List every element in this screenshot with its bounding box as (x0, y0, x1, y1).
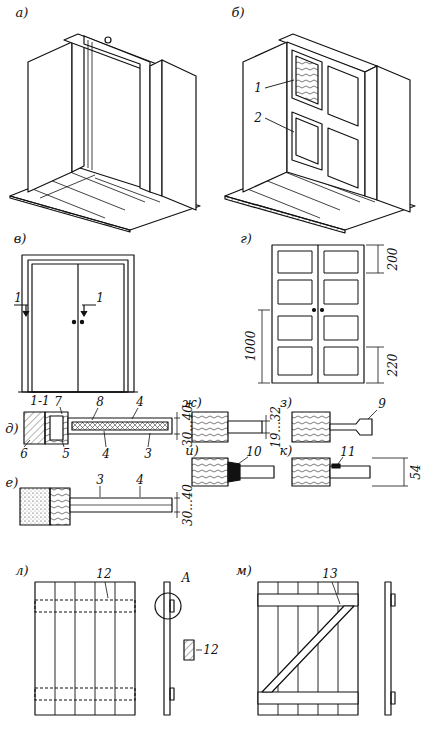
callout-number: 3 (96, 474, 104, 486)
dimension: 54 (410, 464, 422, 479)
figure-letter: з) (280, 396, 292, 409)
dimension: 1000 (245, 331, 257, 362)
figure-letter: е) (6, 476, 19, 489)
callout-number: 13 (322, 568, 337, 580)
figure-letter: ж) (182, 396, 202, 409)
figure-letter: л) (15, 564, 28, 577)
figure-letter: в) (14, 232, 27, 245)
dimension: 19...32 (270, 406, 282, 448)
door-leaf-isometric (225, 34, 415, 233)
plank-door (35, 582, 202, 715)
callout-number: 4 (102, 448, 110, 460)
figure-letter: и) (185, 444, 198, 457)
door-elevation (14, 255, 138, 392)
callout-number: 3 (144, 448, 152, 460)
figure-letter: д) (5, 422, 18, 435)
section-mark: 1 (96, 292, 104, 304)
door-frame-isometric (10, 34, 200, 232)
callout-number: 6 (20, 448, 28, 460)
callout-number: 12 (96, 568, 111, 580)
figure-letter: к) (280, 444, 293, 457)
callout-number: 4 (136, 396, 144, 408)
section-e (20, 486, 180, 525)
callout-number: 2 (254, 112, 262, 124)
panel-door (258, 245, 384, 383)
figure-letter: г) (240, 232, 252, 245)
callout-number: 12 (203, 644, 218, 656)
callout-number: 1 (254, 82, 262, 94)
callout-number: 7 (54, 396, 62, 408)
dimension: 220 (387, 354, 399, 377)
section-title: 1-1 (30, 395, 49, 407)
braced-door (258, 582, 395, 715)
dimension: 30...40 (182, 405, 194, 447)
callout-number: 11 (340, 446, 355, 458)
dimension: 200 (387, 248, 399, 271)
figure-letter: а) (16, 6, 29, 19)
figure-letter: м) (236, 564, 252, 577)
callout-number: 10 (246, 446, 261, 458)
dimension: 30...40 (182, 484, 194, 526)
section-1-1 (24, 407, 180, 447)
callout-number: 4 (136, 474, 144, 486)
rebate-details (192, 410, 408, 486)
callout-number: 8 (96, 396, 104, 408)
detail-mark: A (182, 572, 191, 584)
callout-number: 9 (378, 398, 386, 410)
section-mark: 1 (14, 292, 22, 304)
callout-number: 5 (62, 448, 70, 460)
figure-letter: б) (231, 6, 244, 19)
